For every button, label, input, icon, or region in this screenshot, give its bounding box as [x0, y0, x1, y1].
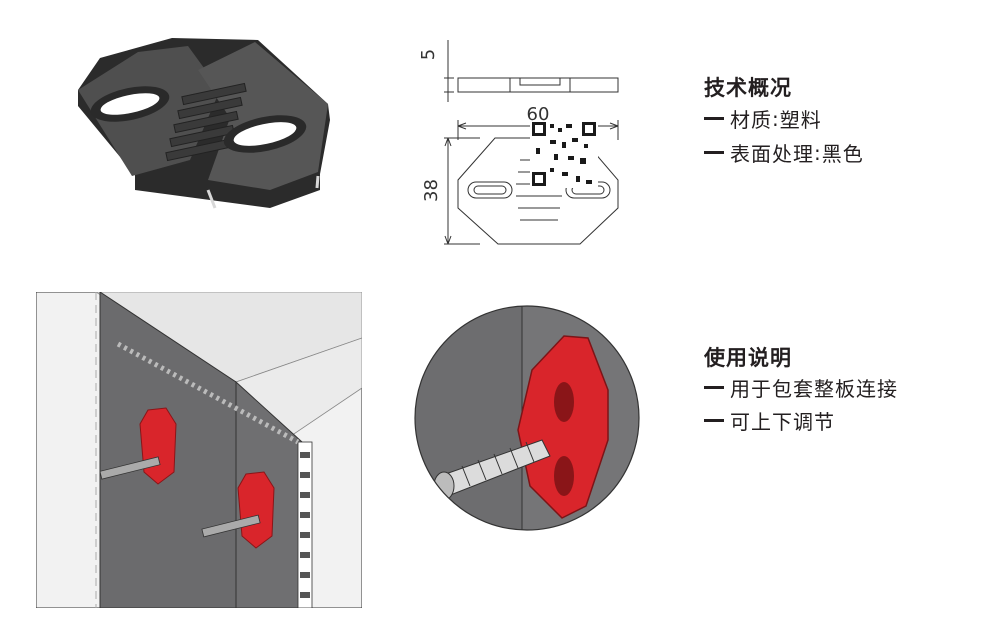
dash-icon	[704, 117, 724, 120]
spec-finish-line: 表面处理:黑色	[704, 138, 864, 167]
usage-line-2: 可上下调节	[704, 406, 835, 435]
usage-text-1: 用于包套整板连接	[730, 377, 898, 401]
spec-material-value: 塑料	[779, 108, 822, 132]
spec-finish-label: 表面处理	[730, 142, 814, 166]
spec-heading: 技术概况	[704, 76, 792, 100]
dash-icon	[704, 151, 724, 154]
spec-material-line: 材质:塑料	[704, 104, 822, 133]
spec-finish-value: 黑色	[821, 142, 864, 166]
thickness-label: 5	[418, 48, 440, 61]
technical-drawing: 60	[444, 40, 619, 245]
usage-text-2: 可上下调节	[730, 410, 835, 434]
width-dimension: 60	[527, 104, 550, 125]
connector-3d-render	[78, 38, 330, 209]
usage-line-1: 用于包套整板连接	[704, 373, 898, 402]
installation-scene	[36, 292, 362, 608]
dash-icon	[704, 419, 724, 422]
dash-icon	[704, 386, 724, 389]
closeup-detail	[414, 305, 640, 531]
spec-material-label: 材质	[730, 108, 772, 132]
height-label: 38	[420, 179, 442, 202]
usage-heading: 使用说明	[704, 346, 792, 370]
